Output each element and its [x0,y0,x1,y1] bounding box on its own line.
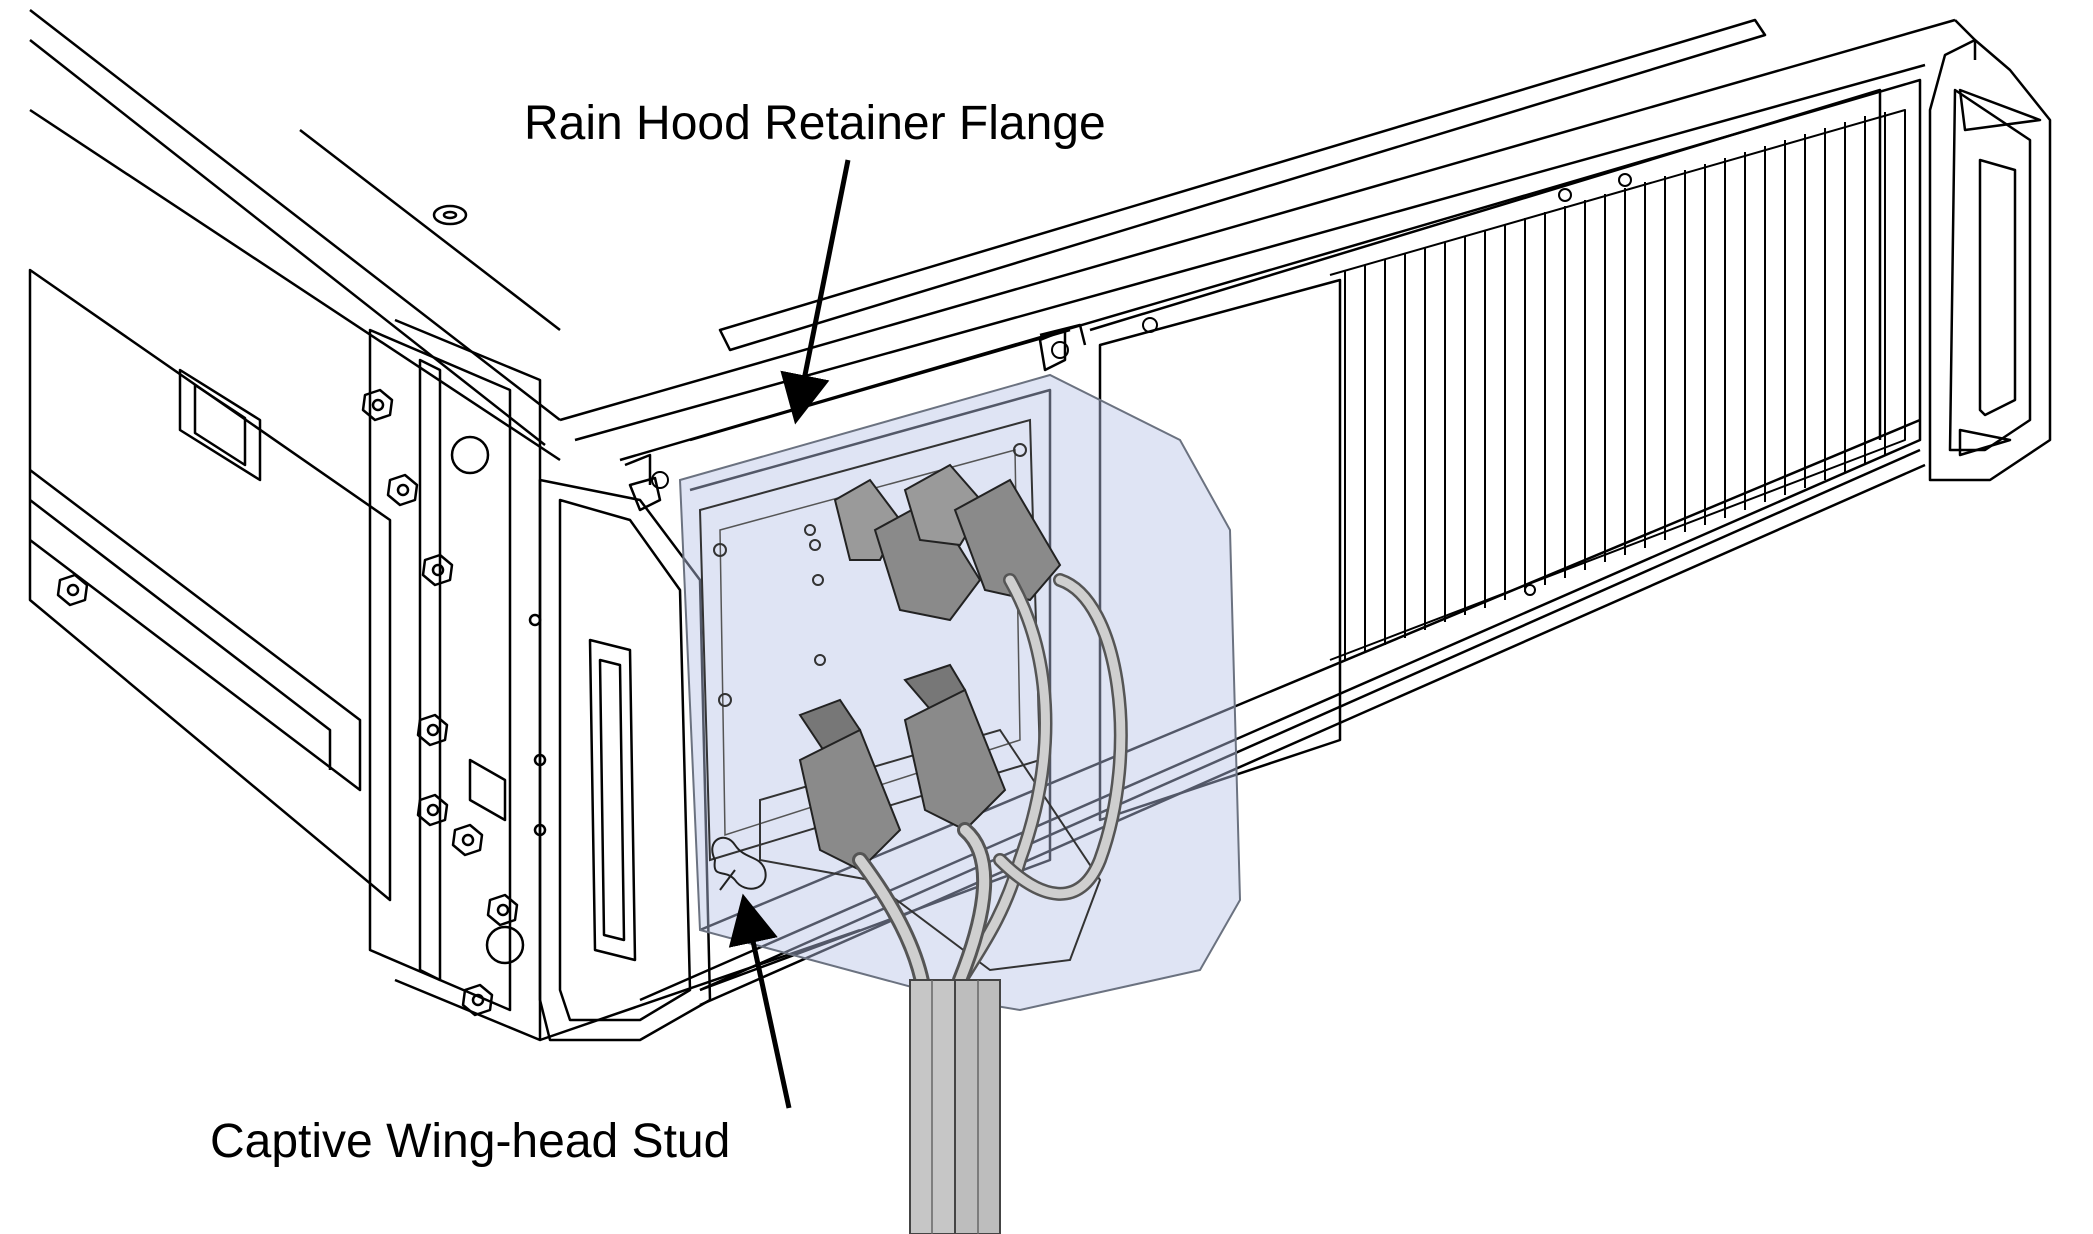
left-handle [528,478,712,1042]
rigging-bar [368,318,542,1042]
callout-captive-wing-head-stud: Captive Wing-head Stud [210,1115,731,1168]
callout-rain-hood-retainer-flange: Rain Hood Retainer Flange [524,97,1106,150]
connector-upper-right [903,463,1062,602]
left-side-panel [28,268,507,902]
connector-lower-right [903,663,1007,832]
connector-upper-left [833,478,982,622]
connector-lower-left [798,698,902,872]
stud-arrow [728,893,792,1109]
flange-arrow [780,159,851,425]
cables [852,573,1128,1008]
right-handle [1928,38,2052,482]
top-washer [432,204,468,226]
callout-arrows [728,159,851,1109]
hanging-cables [909,979,1001,1234]
front-panel [619,78,1922,1002]
rigging-bolts [56,388,525,1017]
front-screws [651,173,1632,596]
wing-head-stud-shape [711,836,767,891]
connectors [798,463,1062,872]
heatsink-fins [1329,109,1906,661]
